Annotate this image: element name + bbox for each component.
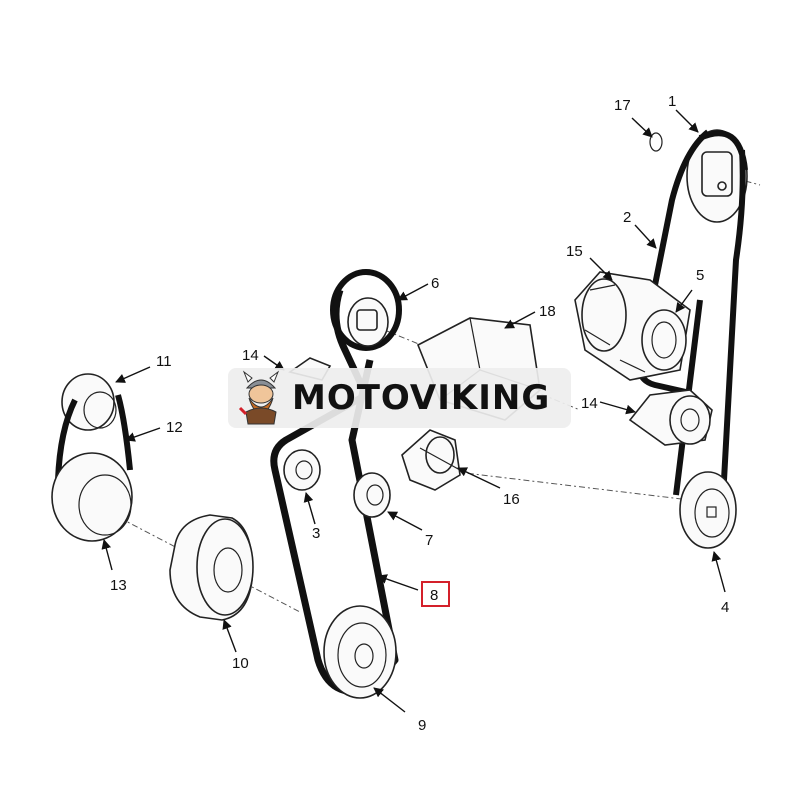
part-16-tensioner	[401, 429, 461, 491]
callout-17: 17	[614, 97, 631, 114]
callout-4: 4	[721, 599, 729, 616]
part-4-pulley	[679, 471, 737, 549]
callout-15: 15	[566, 243, 583, 260]
callout-18: 18	[539, 303, 556, 320]
callout-16: 16	[503, 491, 520, 508]
part-9-pulley	[323, 605, 397, 699]
callout-3: 3	[312, 525, 320, 542]
motoviking-watermark: MOTOVIKING	[228, 368, 571, 428]
part-15-alternator	[574, 271, 691, 381]
part-10-drum	[169, 514, 254, 621]
callout-9: 9	[418, 717, 426, 734]
callout-14-right: 14	[581, 395, 598, 412]
viking-mascot-icon	[238, 370, 280, 425]
callout-11: 11	[156, 353, 172, 370]
callout-8-highlight-box	[421, 581, 450, 607]
part-14-tensioner-right	[628, 389, 713, 446]
callout-2: 2	[623, 209, 631, 226]
part-13-pulley	[51, 452, 133, 542]
callout-12: 12	[166, 419, 183, 436]
callout-6: 6	[431, 275, 439, 292]
callout-1: 1	[668, 93, 676, 110]
callout-14-left: 14	[242, 347, 259, 364]
part-1-pulley	[686, 129, 748, 223]
callout-10: 10	[232, 655, 249, 672]
callout-8: 8	[430, 587, 438, 604]
callout-13: 13	[110, 577, 127, 594]
part-3-idler	[283, 449, 321, 491]
leader-lines	[101, 109, 726, 713]
part-7-idler	[353, 472, 391, 518]
part-17-ring	[649, 132, 663, 152]
callout-5: 5	[696, 267, 704, 284]
part-11-pulley	[61, 373, 117, 431]
callout-7: 7	[425, 532, 433, 549]
callout-labels: 1 17 2 5 15 14 4 18 6 16 7 3 8 9 10 11 1…	[110, 93, 729, 734]
watermark-text: MOTOVIKING	[292, 378, 551, 418]
